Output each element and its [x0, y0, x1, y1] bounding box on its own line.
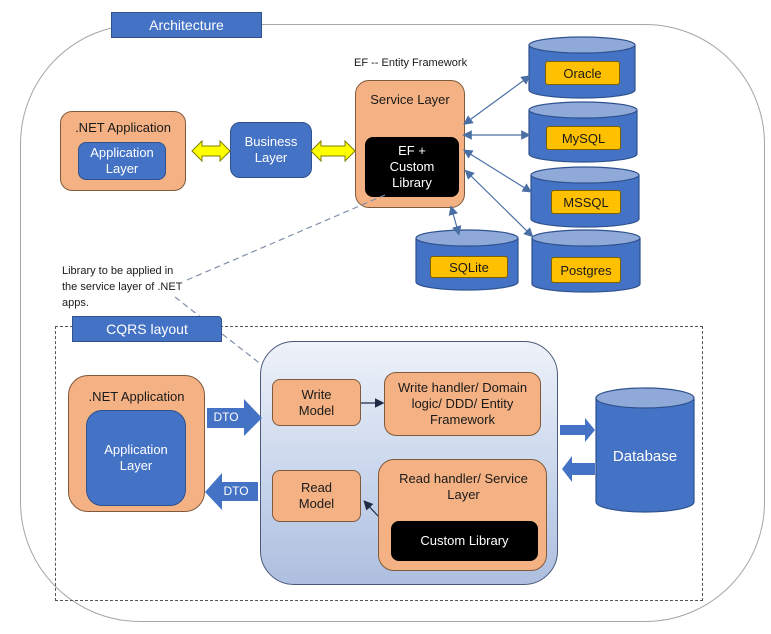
write-model-box: Write Model	[272, 379, 361, 426]
mysql-label: MySQL	[546, 126, 621, 150]
mssql-label: MSSQL	[551, 190, 621, 214]
app-business-double-arrow	[191, 139, 231, 163]
net-application-box: .NET Application Application Layer	[60, 111, 186, 191]
database-label: Database	[612, 448, 678, 465]
service-postgres-connector	[464, 169, 534, 238]
cqrs-net-application-box: .NET Application Application Layer	[68, 375, 205, 512]
oracle-label: Oracle	[545, 61, 620, 85]
read-handler-to-model-arrow	[363, 500, 379, 517]
cqrs-frame	[55, 326, 703, 601]
business-layer-box: Business Layer	[230, 122, 312, 178]
service-layer-box: Service Layer EF + Custom Library	[355, 80, 465, 208]
custom-library-box: Custom Library	[391, 521, 538, 561]
cqrs-application-layer-box: Application Layer	[86, 410, 186, 506]
library-callout-line-top	[186, 194, 386, 281]
dto-in-label: DTO	[213, 410, 239, 424]
write-handler-box: Write handler/ Domain logic/ DDD/ Entity…	[384, 372, 541, 436]
dto-in-arrow	[207, 399, 262, 436]
architecture-frame	[20, 24, 765, 622]
service-oracle-connector	[463, 75, 531, 125]
dto-out-arrow	[205, 473, 258, 510]
architecture-title: Architecture	[111, 12, 262, 38]
sqlite-label: SQLite	[430, 256, 508, 278]
read-handler-box: Read handler/ Service Layer Custom Libra…	[378, 459, 547, 571]
library-note: Library to be applied in the service lay…	[62, 265, 183, 309]
db-in-arrow	[560, 418, 595, 442]
application-layer-box: Application Layer	[78, 142, 166, 180]
db-out-arrow	[562, 456, 595, 482]
service-sqlite-connector	[448, 205, 462, 236]
business-service-double-arrow	[310, 139, 356, 163]
read-handler-title: Read handler/ Service Layer	[399, 471, 528, 502]
database-cylinder	[595, 387, 695, 513]
ef-custom-library-box: EF + Custom Library	[365, 137, 459, 197]
cqrs-net-application-title: .NET Application	[88, 389, 185, 404]
dto-out-label: DTO	[223, 484, 249, 498]
net-application-title: .NET Application	[75, 120, 171, 135]
service-layer-title: Service Layer	[370, 92, 450, 107]
read-model-box: Read Model	[272, 470, 361, 522]
ef-note: EF -- Entity Framework	[354, 57, 468, 69]
postgres-label: Postgres	[551, 257, 621, 283]
cqrs-title: CQRS layout	[72, 316, 222, 342]
